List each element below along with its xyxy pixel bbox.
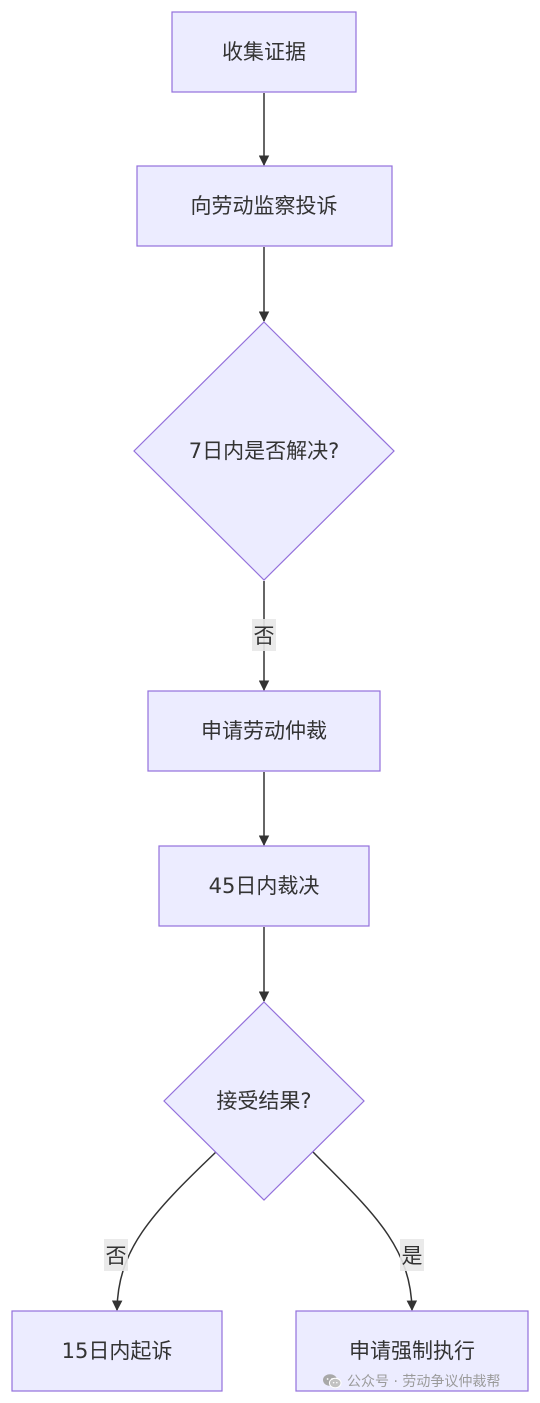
- watermark: 公众号 · 劳动争议仲裁帮: [322, 1368, 532, 1394]
- edge-label-no-1-text: 否: [254, 624, 275, 648]
- node-collect-evidence-label: 收集证据: [222, 40, 306, 64]
- edge-label-no-1: 否: [252, 619, 276, 651]
- node-sue-in-15-days[interactable]: 15日内起诉: [11, 1310, 223, 1392]
- wechat-icon: [323, 1374, 342, 1389]
- decision-accept-result[interactable]: 接受结果?: [163, 1001, 365, 1201]
- edge-label-no-2-text: 否: [106, 1244, 127, 1268]
- edge-label-no-2: 否: [104, 1239, 128, 1271]
- node-apply-enforcement-label: 申请强制执行: [349, 1339, 475, 1363]
- edge-decision-accept-to-enforcement: [312, 1151, 418, 1312]
- node-labor-inspection-complaint[interactable]: 向劳动监察投诉: [136, 165, 393, 247]
- decision-accept-result-label: 接受结果?: [216, 1089, 311, 1113]
- decision-resolved-in-7-days[interactable]: 7日内是否解决?: [133, 321, 395, 581]
- edge-decision-accept-to-sue: [111, 1151, 217, 1312]
- node-sue-in-15-days-label: 15日内起诉: [62, 1339, 173, 1363]
- node-collect-evidence[interactable]: 收集证据: [171, 11, 357, 93]
- watermark-text: 公众号 · 劳动争议仲裁帮: [347, 1374, 501, 1390]
- node-apply-arbitration-label: 申请劳动仲裁: [201, 719, 327, 743]
- edge-label-yes-text: 是: [402, 1244, 423, 1268]
- node-labor-inspection-complaint-label: 向劳动监察投诉: [191, 194, 338, 218]
- decision-resolved-in-7-days-label: 7日内是否解决?: [189, 439, 340, 463]
- node-ruling-in-45-days[interactable]: 45日内裁决: [158, 845, 370, 927]
- node-ruling-in-45-days-label: 45日内裁决: [209, 874, 320, 898]
- edge-label-yes: 是: [400, 1239, 424, 1271]
- node-apply-arbitration[interactable]: 申请劳动仲裁: [147, 690, 381, 772]
